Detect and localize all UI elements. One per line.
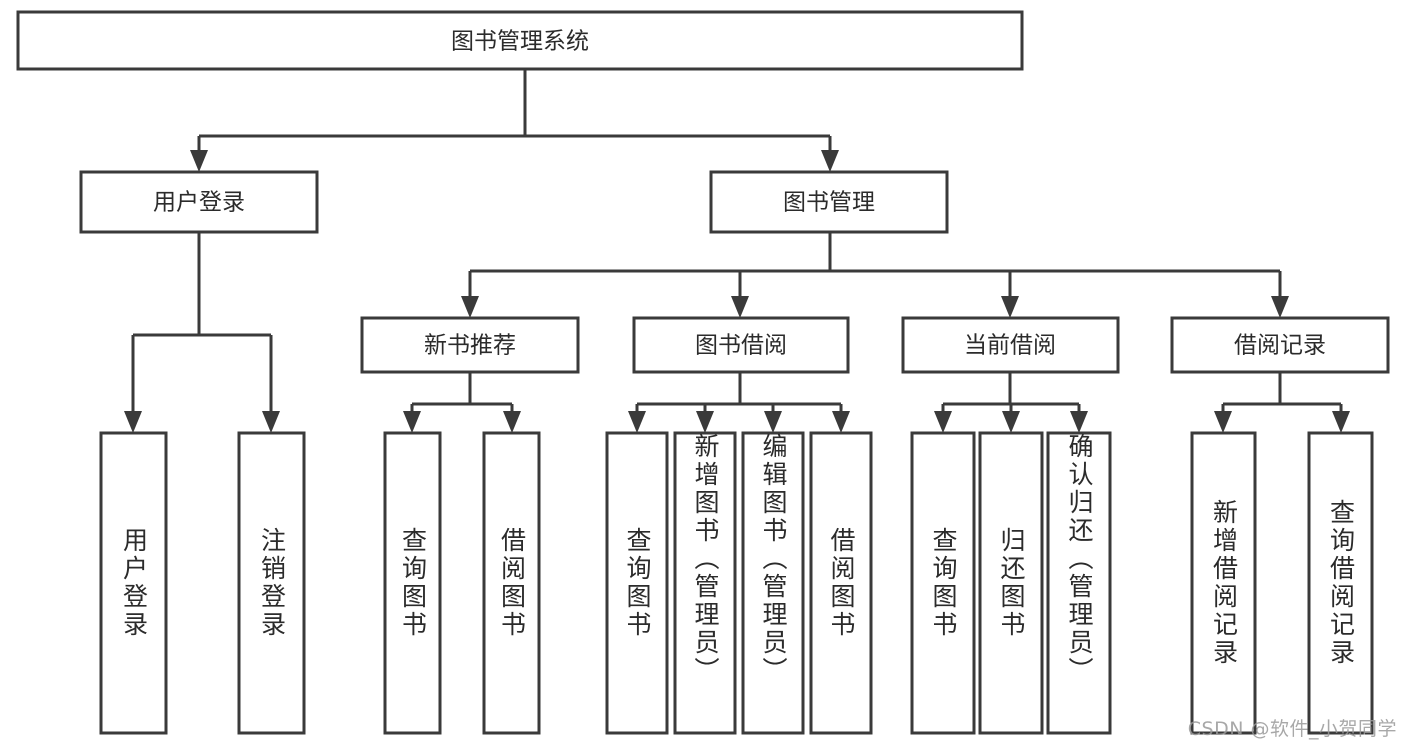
arrow-user-login-leaf-2 bbox=[262, 411, 280, 433]
node-label-book-management: 图书管理 bbox=[783, 190, 875, 216]
arrow-current-leaf-3 bbox=[1070, 411, 1088, 433]
arrow-book-mgmt-to-borrow bbox=[731, 296, 749, 318]
connector-layer bbox=[124, 69, 1350, 433]
leaf-box-edit-book-admin[interactable] bbox=[741, 431, 805, 735]
arrow-borrow-leaf-1 bbox=[628, 411, 646, 433]
arrow-user-login-leaf-1 bbox=[124, 411, 142, 433]
arrow-borrow-leaf-2 bbox=[696, 411, 714, 433]
node-label-book-borrow: 图书借阅 bbox=[695, 333, 787, 359]
watermark: CSDN @软件_小贺同学 bbox=[1187, 718, 1397, 740]
node-label-borrow-records: 借阅记录 bbox=[1234, 333, 1326, 359]
leaf-box-query-book-recommend[interactable] bbox=[383, 431, 442, 735]
leaf-box-return-book[interactable] bbox=[978, 431, 1044, 735]
arrow-root-to-book-mgmt bbox=[821, 150, 839, 172]
node-box-borrow-records[interactable] bbox=[1170, 316, 1390, 374]
node-box-root[interactable] bbox=[16, 10, 1024, 71]
arrow-book-mgmt-to-new-book bbox=[461, 296, 479, 318]
arrow-current-leaf-1 bbox=[934, 411, 952, 433]
leaf-box-add-borrow-record[interactable] bbox=[1190, 431, 1257, 735]
leaf-box-query-borrow-record[interactable] bbox=[1307, 431, 1374, 735]
leaf-box-borrow-book[interactable] bbox=[809, 431, 873, 735]
node-label-root: 图书管理系统 bbox=[451, 29, 589, 55]
leaf-box-query-book-current[interactable] bbox=[910, 431, 976, 735]
node-box-book-management[interactable] bbox=[709, 170, 949, 234]
arrow-current-leaf-2 bbox=[1002, 411, 1020, 433]
node-label-user-login: 用户登录 bbox=[153, 190, 245, 216]
node-box-user-login[interactable] bbox=[79, 170, 319, 234]
leaf-box-add-book-admin[interactable] bbox=[673, 431, 737, 735]
node-box-book-borrow[interactable] bbox=[632, 316, 850, 374]
arrow-new-book-leaf-1 bbox=[403, 411, 421, 433]
arrow-records-leaf-1 bbox=[1214, 411, 1232, 433]
arrow-book-mgmt-to-current bbox=[1001, 296, 1019, 318]
arrow-root-to-user-login bbox=[190, 150, 208, 172]
node-box-current-borrow[interactable] bbox=[901, 316, 1120, 374]
leaf-box-logout[interactable] bbox=[237, 431, 306, 735]
node-label-current-borrow: 当前借阅 bbox=[964, 333, 1056, 359]
node-box-new-book-recommend[interactable] bbox=[360, 316, 580, 374]
arrow-borrow-leaf-3 bbox=[764, 411, 782, 433]
arrow-borrow-leaf-4 bbox=[832, 411, 850, 433]
node-layer: 图书管理系统 用户登录 图书管理 新书推荐 图书借阅 当前借阅 借阅记录 bbox=[16, 10, 1390, 735]
arrow-book-mgmt-to-records bbox=[1271, 296, 1289, 318]
arrow-records-leaf-2 bbox=[1332, 411, 1350, 433]
leaf-box-confirm-return-admin[interactable] bbox=[1046, 431, 1112, 735]
leaf-box-user-login[interactable] bbox=[99, 431, 168, 735]
leaf-box-borrow-book-recommend[interactable] bbox=[482, 431, 541, 735]
node-label-new-book-recommend: 新书推荐 bbox=[424, 333, 516, 359]
arrow-new-book-leaf-2 bbox=[503, 411, 521, 433]
leaf-box-query-book-borrow[interactable] bbox=[605, 431, 669, 735]
